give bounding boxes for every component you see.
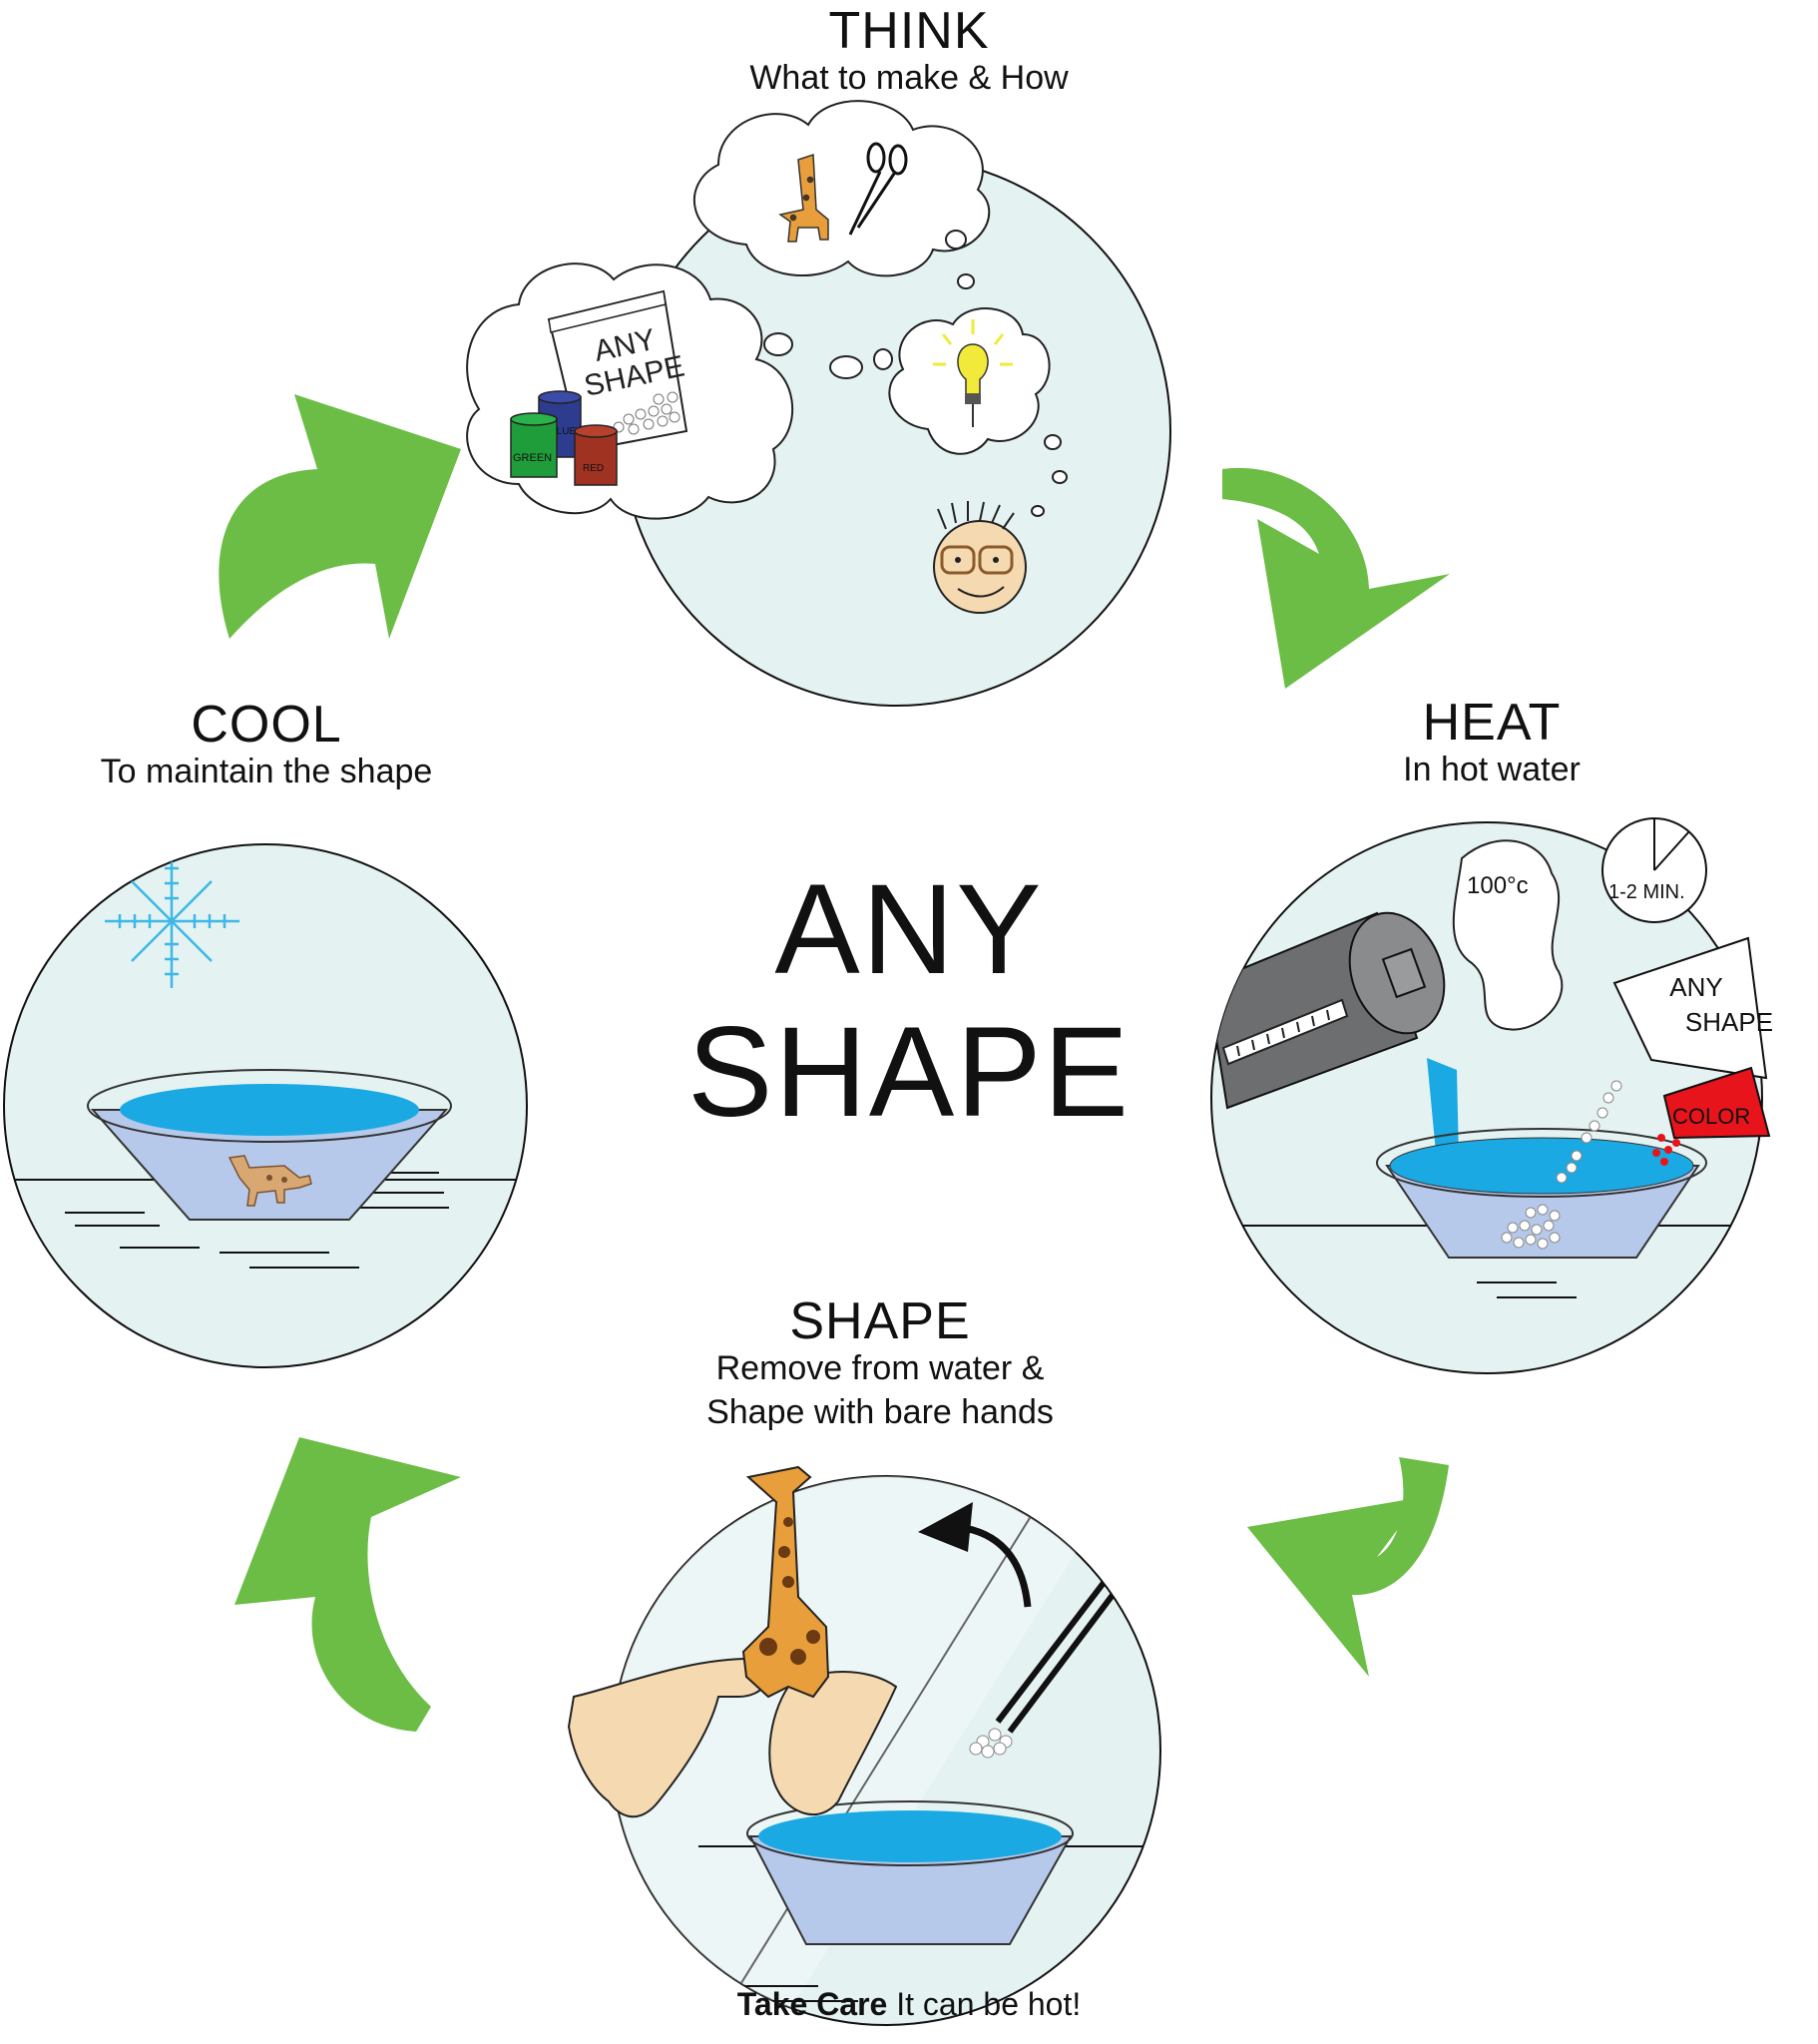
shape-bowl: [746, 1800, 1074, 1945]
safety-note-text: It can be hot!: [887, 1986, 1082, 2022]
shape-step-header: SHAPE Remove from water & Shape with bar…: [631, 1295, 1130, 1434]
dye-can-red-label: RED: [583, 463, 604, 474]
temperature-label: 100°c: [1467, 872, 1529, 899]
cool-panel: [3, 843, 528, 1368]
idea-cloud: [888, 307, 1051, 455]
heat-bag-text-line1: ANY: [1669, 972, 1722, 1002]
heat-panel: 100°c 1-2 MIN. ANY SHAPE COLOR: [1210, 817, 1773, 1374]
heat-subtitle: In hot water: [1403, 751, 1581, 788]
safety-note: Take Care It can be hot!: [610, 1986, 1208, 2023]
shape-subtitle-line2: Shape with bare hands: [706, 1392, 1054, 1431]
thought-cloud-giraffe-scissors: [692, 100, 991, 277]
shape-bag-icon: ANY SHAPE: [547, 289, 688, 453]
shape-panel: [567, 1465, 1161, 2026]
kettle-icon: [1211, 911, 1446, 1110]
arrow-shape-to-cool: [234, 1437, 461, 1732]
cool-bowl: [87, 1069, 452, 1221]
heat-shape-bag-icon: ANY SHAPE: [1612, 936, 1773, 1080]
color-packet-label: COLOR: [1672, 1104, 1750, 1129]
giraffe-icon: [778, 153, 829, 243]
steam-cloud: 100°c: [1452, 839, 1564, 1031]
dye-can-blue-label: BLUE: [550, 426, 576, 437]
heat-bag-text-line2: SHAPE: [1685, 1007, 1773, 1037]
cooled-giraffe-icon: [227, 1155, 312, 1207]
cool-subtitle: To maintain the shape: [100, 753, 433, 790]
center-title-line2: SHAPE: [687, 1001, 1131, 1145]
timer-label: 1-2 MIN.: [1608, 881, 1685, 903]
color-packet-icon: COLOR: [1662, 1066, 1771, 1140]
heat-bowl: [1376, 1128, 1707, 1259]
shape-subtitle-line1: Remove from water &: [715, 1349, 1045, 1387]
safety-note-bold: Take Care: [736, 1986, 888, 2022]
dye-can-red-icon: RED: [574, 424, 618, 486]
hands-icon: [567, 1657, 898, 1818]
pellets: [1501, 1080, 1622, 1250]
think-subtitle: What to make & How: [749, 59, 1069, 97]
shape-title: SHAPE: [789, 1292, 971, 1350]
timer-icon: 1-2 MIN.: [1601, 817, 1707, 923]
arrow-heat-to-shape: [1247, 1457, 1449, 1677]
center-title: ANY SHAPE: [560, 858, 1258, 1145]
dye-can-green-icon: GREEN: [510, 412, 558, 478]
arrow-cool-to-think: [219, 394, 461, 639]
think-step-header: THINK What to make & How: [660, 5, 1158, 101]
scissors-icon: [848, 142, 908, 236]
center-title-line1: ANY: [774, 858, 1044, 1001]
heat-step-header: HEAT In hot water: [1242, 697, 1741, 792]
thinking-person-icon: [933, 501, 1027, 614]
thought-bubbles: [763, 230, 1068, 517]
cool-step-header: COOL To maintain the shape: [17, 699, 516, 794]
arrow-think-to-heat: [1222, 467, 1450, 689]
think-panel: ANY SHAPE BLUE GREEN RED: [466, 100, 1171, 707]
giraffe-figure-icon: [741, 1465, 830, 1699]
think-title: THINK: [828, 2, 990, 60]
curved-arrow-icon: [918, 1502, 1032, 1608]
heat-title: HEAT: [1422, 694, 1562, 752]
dye-can-green-label: GREEN: [513, 452, 552, 464]
snowflake-icon: [105, 854, 239, 988]
cool-title: COOL: [191, 696, 342, 754]
light-bulb-icon: [933, 319, 1013, 427]
materials-cloud: ANY SHAPE BLUE GREEN RED: [466, 262, 794, 520]
